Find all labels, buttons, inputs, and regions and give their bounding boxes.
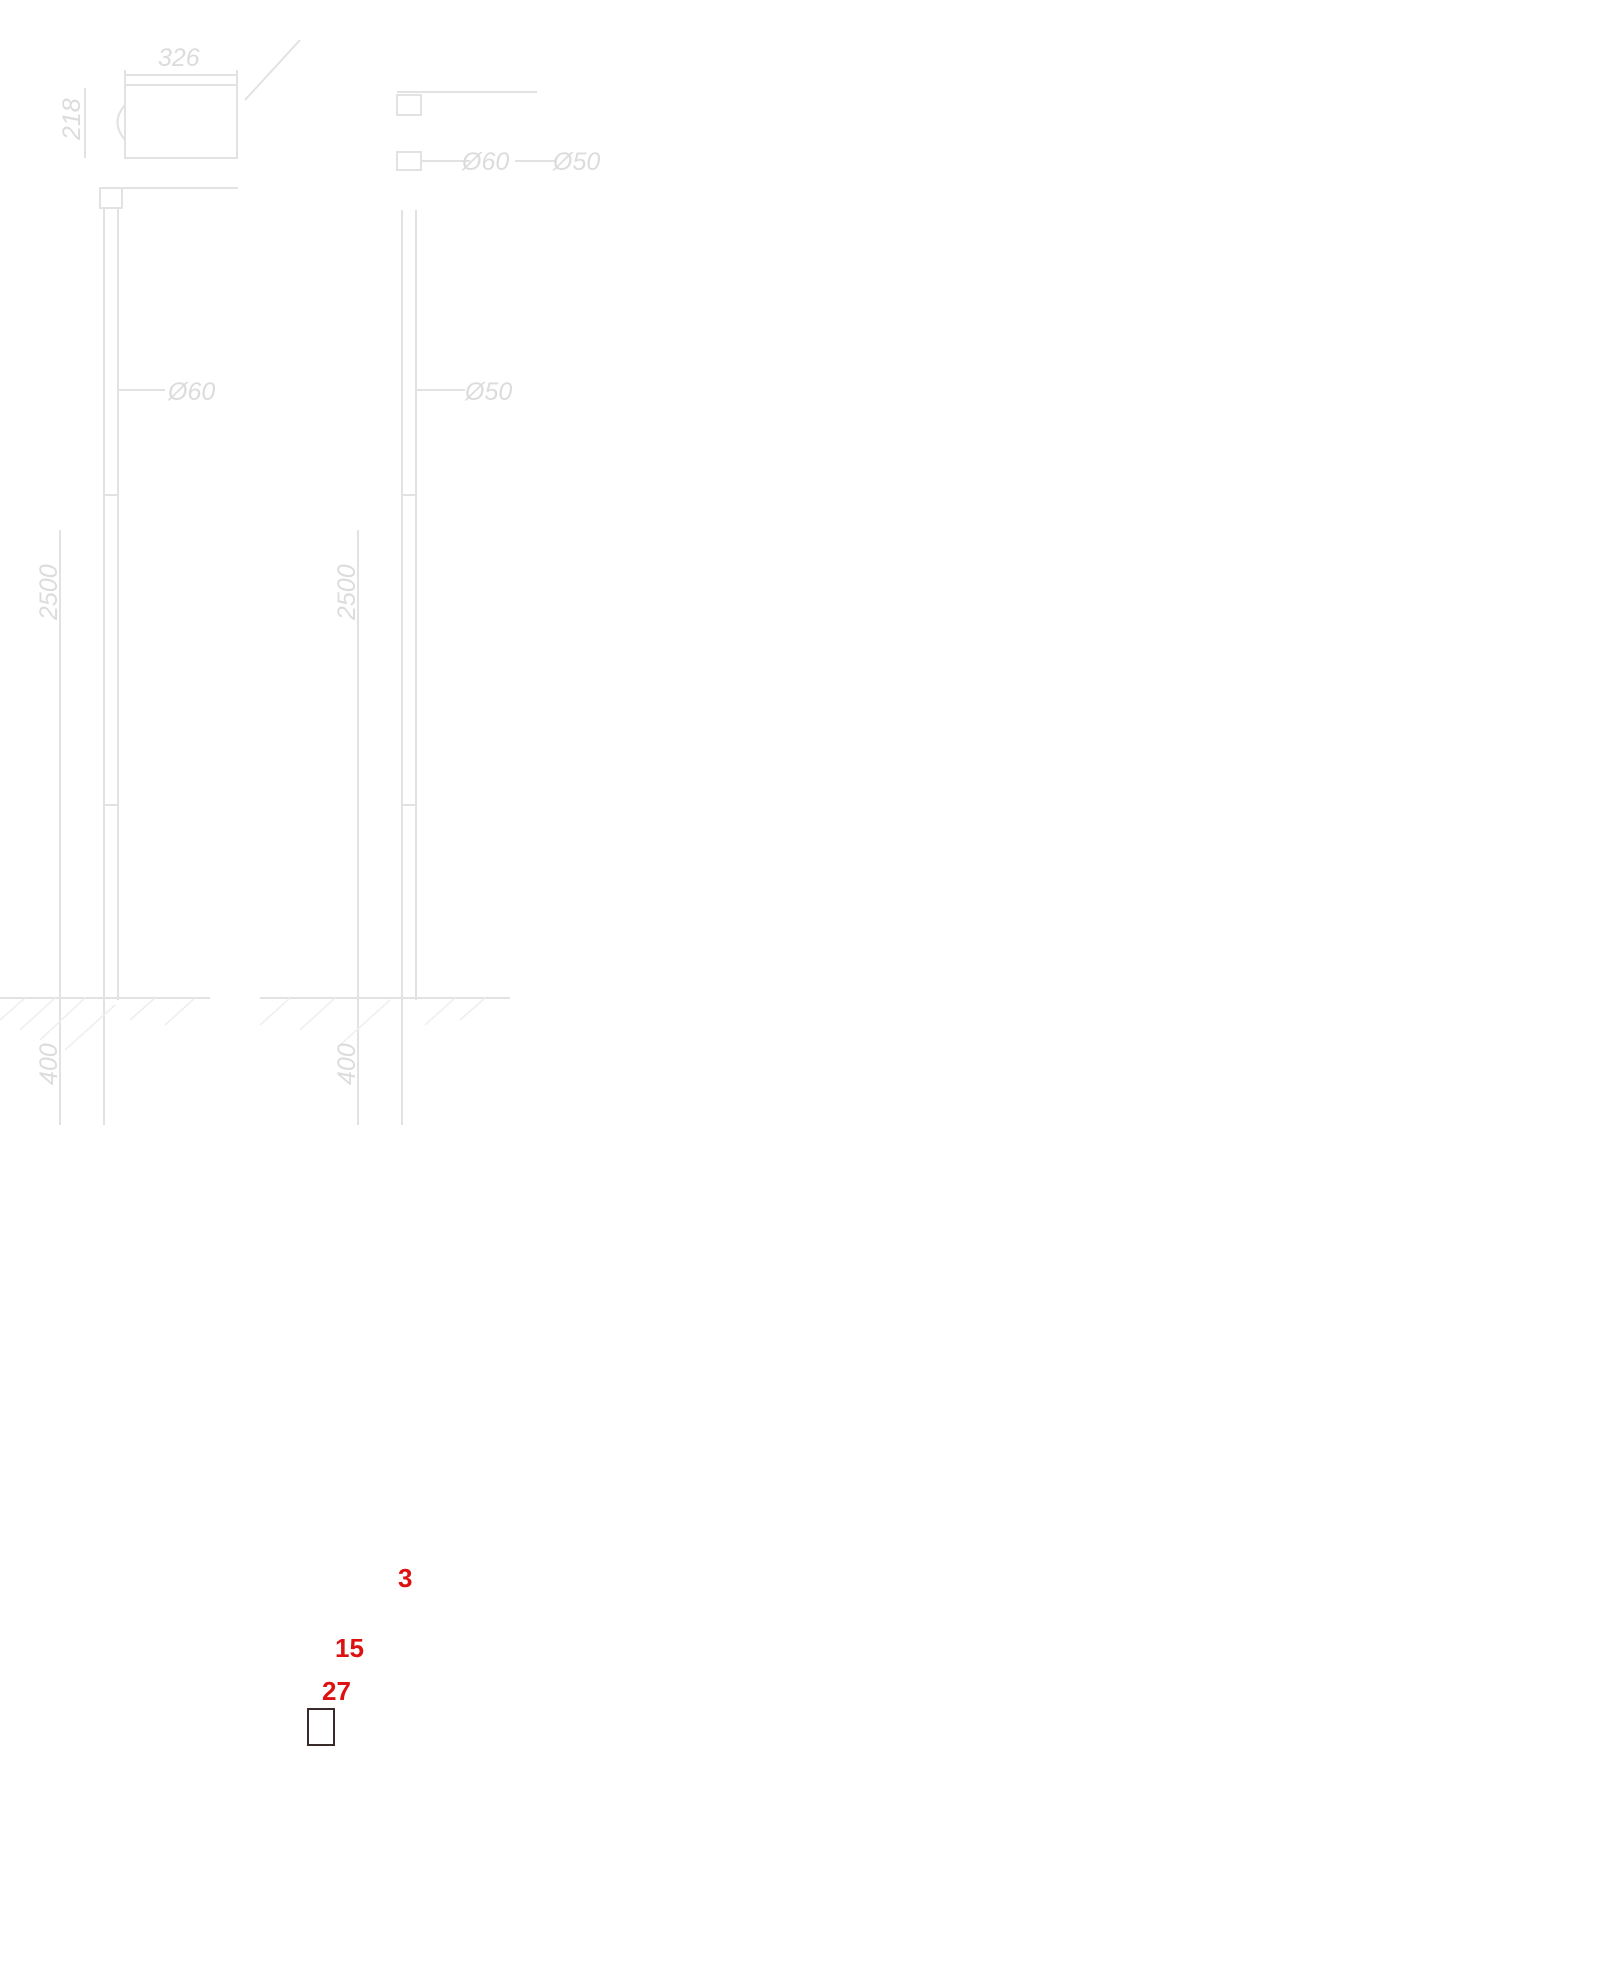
marker-label-15: 15	[335, 1633, 364, 1663]
right-arm-cap	[396, 94, 422, 116]
left-height-label: 2500	[35, 564, 63, 621]
right-arm-collar	[396, 151, 422, 171]
top-depth-label: 218	[58, 98, 86, 141]
marker-label-27: 27	[322, 1676, 351, 1706]
right-top-diameter-b-label: Ø50	[552, 148, 600, 176]
left-mid-diameter-label: Ø60	[167, 378, 215, 406]
sample-box	[307, 1708, 335, 1746]
left-pipe-cap	[99, 187, 123, 209]
head-plate-rect	[124, 84, 238, 159]
right-mid-diameter-label: Ø50	[464, 378, 512, 406]
head-plate-arc	[116, 104, 126, 141]
marker-label-3: 3	[398, 1563, 413, 1593]
right-height-label: 2500	[333, 564, 361, 621]
top-width-label: 326	[158, 44, 200, 72]
ground-hatching	[0, 997, 486, 1051]
right-top-diameter-a-label: Ø60	[461, 148, 509, 176]
right-embed-label: 400	[333, 1043, 361, 1085]
left-embed-label: 400	[35, 1043, 63, 1085]
top-leader	[244, 39, 301, 101]
